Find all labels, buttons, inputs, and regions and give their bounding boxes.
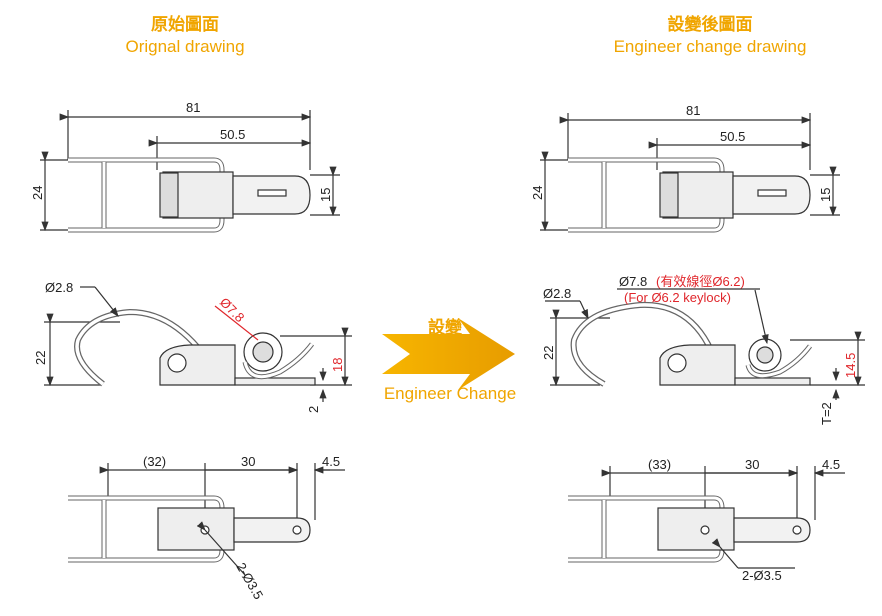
right-dim-24: 24: [530, 186, 545, 200]
right-top-dims: 81 50.5 24 15: [530, 103, 833, 202]
right-side-view: [545, 288, 865, 400]
right-dim-t2: T=2: [819, 402, 834, 425]
right-dim-22: 22: [541, 346, 556, 360]
left-hole-dia: 2-Ø3.5: [233, 560, 266, 602]
right-title: 設變後圖面 Engineer change drawing: [590, 14, 830, 58]
right-dim-30: 30: [745, 457, 759, 472]
left-ring-dia: Ø7.8: [217, 295, 248, 326]
right-ring-dia: Ø7.8: [619, 274, 647, 289]
left-dim-4-5: 4.5: [322, 454, 340, 469]
right-bottom-dims: (33) 30 4.5 2-Ø3.5: [648, 457, 840, 583]
right-dim-15: 15: [818, 188, 833, 202]
change-arrow-icon: [382, 318, 515, 390]
left-dim-22: 22: [33, 351, 48, 365]
left-dim-32: (32): [143, 454, 166, 469]
right-side-dims: Ø2.8 Ø7.8 (有效線徑Ø6.2) (For Ø6.2 keylock) …: [541, 274, 858, 425]
right-ring-note2: (For Ø6.2 keylock): [624, 290, 731, 305]
right-dim-81: 81: [686, 103, 700, 118]
right-dim-4-5: 4.5: [822, 457, 840, 472]
left-bottom-view: [68, 463, 345, 576]
right-ring-note: (有效線徑Ø6.2): [656, 274, 745, 289]
left-title-zh: 原始圖面: [151, 15, 219, 34]
left-top-dims: 81 50.5 24 15: [30, 100, 333, 202]
right-dim-33: (33): [648, 457, 671, 472]
left-title-en: Orignal drawing: [125, 37, 245, 56]
right-wire-dia: Ø2.8: [543, 286, 571, 301]
left-side-view: [44, 286, 352, 402]
left-top-view: [40, 110, 340, 233]
left-wire-dia: Ø2.8: [45, 280, 73, 295]
left-dim-50-5: 50.5: [220, 127, 245, 142]
right-title-en: Engineer change drawing: [613, 37, 807, 56]
left-dim-18: 18: [330, 358, 345, 372]
change-label-zh: 設變: [428, 318, 462, 337]
right-dim-50-5: 50.5: [720, 129, 745, 144]
right-title-zh: 設變後圖面: [667, 15, 753, 34]
left-dim-30: 30: [241, 454, 255, 469]
left-dim-24: 24: [30, 186, 45, 200]
right-top-view: [540, 113, 840, 233]
left-title: 原始圖面 Orignal drawing: [95, 14, 275, 58]
left-dim-15: 15: [318, 188, 333, 202]
left-dim-2: 2: [306, 406, 321, 413]
left-dim-81: 81: [186, 100, 200, 115]
right-hole-dia: 2-Ø3.5: [742, 568, 782, 583]
right-dim-14-5: 14.5: [843, 353, 858, 378]
change-label-en: Engineer Change: [383, 384, 517, 403]
right-bottom-view: [568, 466, 845, 569]
